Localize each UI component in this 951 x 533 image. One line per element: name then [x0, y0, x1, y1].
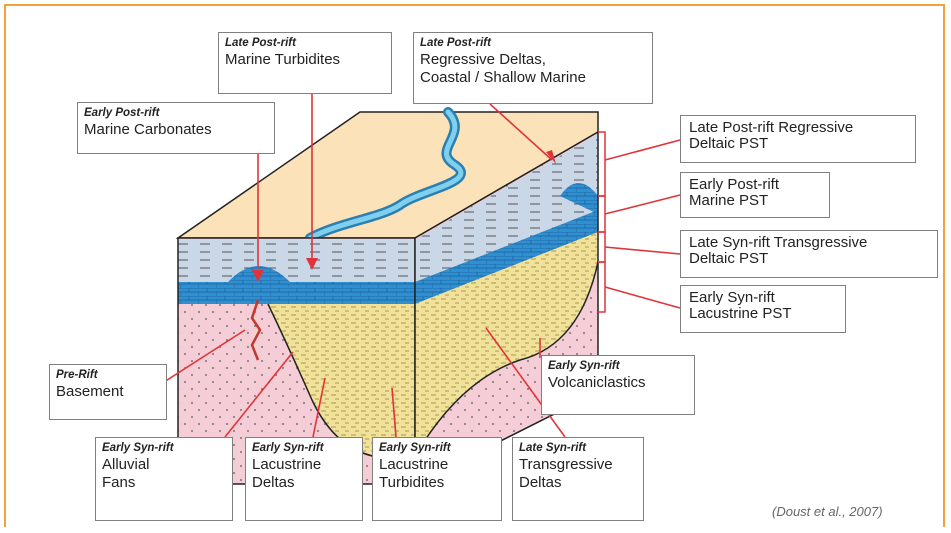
- label-early-syn-rift-fans: Early Syn-rift Alluvial Fans: [95, 437, 233, 521]
- label-title: Early Post-rift: [84, 106, 268, 121]
- label-text: Regressive Deltas, Coastal / Shallow Mar…: [420, 51, 646, 87]
- label-text: Lacustrine Deltas: [252, 456, 356, 492]
- label-late-post-rift-turbidites: Late Post-rift Marine Turbidites: [218, 32, 392, 94]
- label-text: Lacustrine Turbidites: [379, 456, 495, 492]
- label-title: Late Post-rift: [420, 36, 646, 51]
- label-title: Early Syn-rift: [102, 441, 226, 456]
- label-early-post-rift-carbonates: Early Post-rift Marine Carbonates: [77, 102, 275, 154]
- label-early-post-rift-pst: Early Post-rift Marine PST: [680, 172, 830, 218]
- label-early-syn-rift-lacustrine-deltas: Early Syn-rift Lacustrine Deltas: [245, 437, 363, 521]
- label-text: Basement: [56, 383, 160, 401]
- label-title: Pre-Rift: [56, 368, 160, 383]
- label-text: Marine Carbonates: [84, 121, 268, 139]
- label-late-syn-rift-pst: Late Syn-rift Transgressive Deltaic PST: [680, 230, 938, 278]
- label-text: Volcaniclastics: [548, 374, 688, 392]
- label-text: Alluvial Fans: [102, 456, 226, 492]
- label-text: Transgressive Deltas: [519, 456, 637, 492]
- label-pre-rift-basement: Pre-Rift Basement: [49, 364, 167, 420]
- label-early-syn-rift-volcaniclastics: Early Syn-rift Volcaniclastics: [541, 355, 695, 415]
- label-title: Early Syn-rift: [252, 441, 356, 456]
- label-late-syn-rift-transgressive-deltas: Late Syn-rift Transgressive Deltas: [512, 437, 644, 521]
- label-late-post-rift-deltas: Late Post-rift Regressive Deltas, Coasta…: [413, 32, 653, 104]
- citation: (Doust et al., 2007): [772, 504, 883, 519]
- label-title: Late Syn-rift: [519, 441, 637, 456]
- label-text: Marine Turbidites: [225, 51, 385, 69]
- label-early-syn-rift-lacustrine-turbidites: Early Syn-rift Lacustrine Turbidites: [372, 437, 502, 521]
- label-title: Early Syn-rift: [548, 359, 688, 374]
- label-early-syn-rift-pst: Early Syn-rift Lacustrine PST: [680, 285, 846, 333]
- pst-bracket: [598, 132, 605, 312]
- label-title: Early Syn-rift: [379, 441, 495, 456]
- label-late-post-rift-pst: Late Post-rift Regressive Deltaic PST: [680, 115, 916, 163]
- label-title: Late Post-rift: [225, 36, 385, 51]
